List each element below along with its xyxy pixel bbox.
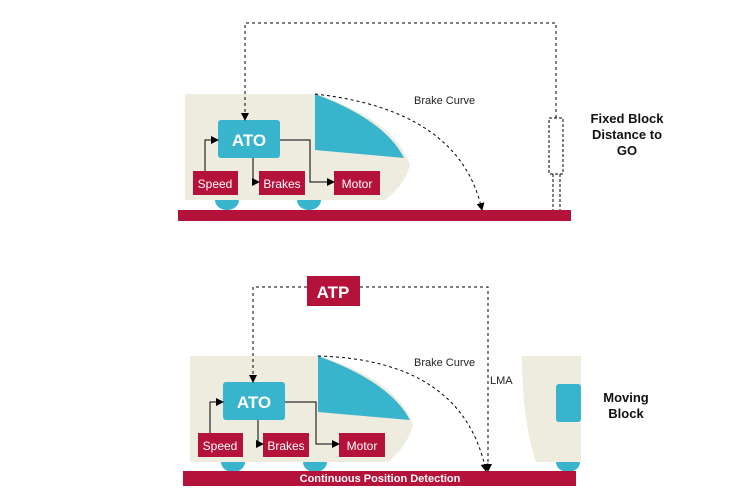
brakes-label: Brakes <box>267 439 304 453</box>
moving-block-scenario: Continuous Position Detection ATP ATO Sp… <box>183 276 649 486</box>
control-arrows <box>209 398 340 448</box>
brakes-label: Brakes <box>263 177 300 191</box>
ato-box <box>218 120 280 158</box>
control-arrows <box>204 136 335 186</box>
wheel <box>221 462 245 472</box>
moving-block-label-line2: Block <box>608 406 644 421</box>
lma-label: LMA <box>490 375 513 387</box>
signal-post <box>548 117 564 210</box>
brakes-box <box>259 171 305 195</box>
wheel <box>215 200 239 210</box>
motor-box <box>334 171 380 195</box>
atp-box <box>307 276 360 306</box>
wheel <box>303 462 327 472</box>
ato-box <box>223 382 285 420</box>
fixed-block-label-line2: Distance to <box>592 127 662 142</box>
atp-signal-line <box>249 286 307 383</box>
motor-label: Motor <box>347 439 378 453</box>
fixed-block-label-line1: Fixed Block <box>591 111 665 126</box>
train-nose <box>318 356 410 420</box>
brake-curve <box>314 93 485 211</box>
rail <box>178 210 571 221</box>
brake-curve-label: Brake Curve <box>414 95 475 107</box>
wheel <box>297 200 321 210</box>
brakes-box <box>263 433 309 457</box>
brake-curve <box>317 355 489 472</box>
train-ahead-window <box>556 384 581 422</box>
brake-curve-label: Brake Curve <box>414 357 475 369</box>
ato-label: ATO <box>237 393 271 412</box>
moving-block-label-line1: Moving <box>603 390 649 405</box>
speed-box <box>198 433 243 457</box>
speed-label: Speed <box>198 177 233 191</box>
train-ahead-body <box>522 356 581 462</box>
ato-label: ATO <box>232 131 266 150</box>
wheel <box>556 462 580 472</box>
fixed-block-scenario: ATO Speed Brakes Motor Brake Curve Fixed… <box>178 22 665 221</box>
speed-label: Speed <box>203 439 238 453</box>
motor-label: Motor <box>342 177 373 191</box>
train-nose <box>315 94 404 158</box>
lma-line <box>360 286 492 472</box>
speed-box <box>193 171 238 195</box>
motor-box <box>339 433 385 457</box>
rail <box>183 471 576 486</box>
atp-label: ATP <box>317 283 350 302</box>
rail-label: Continuous Position Detection <box>300 473 461 485</box>
fixed-block-label-line3: GO <box>617 143 637 158</box>
